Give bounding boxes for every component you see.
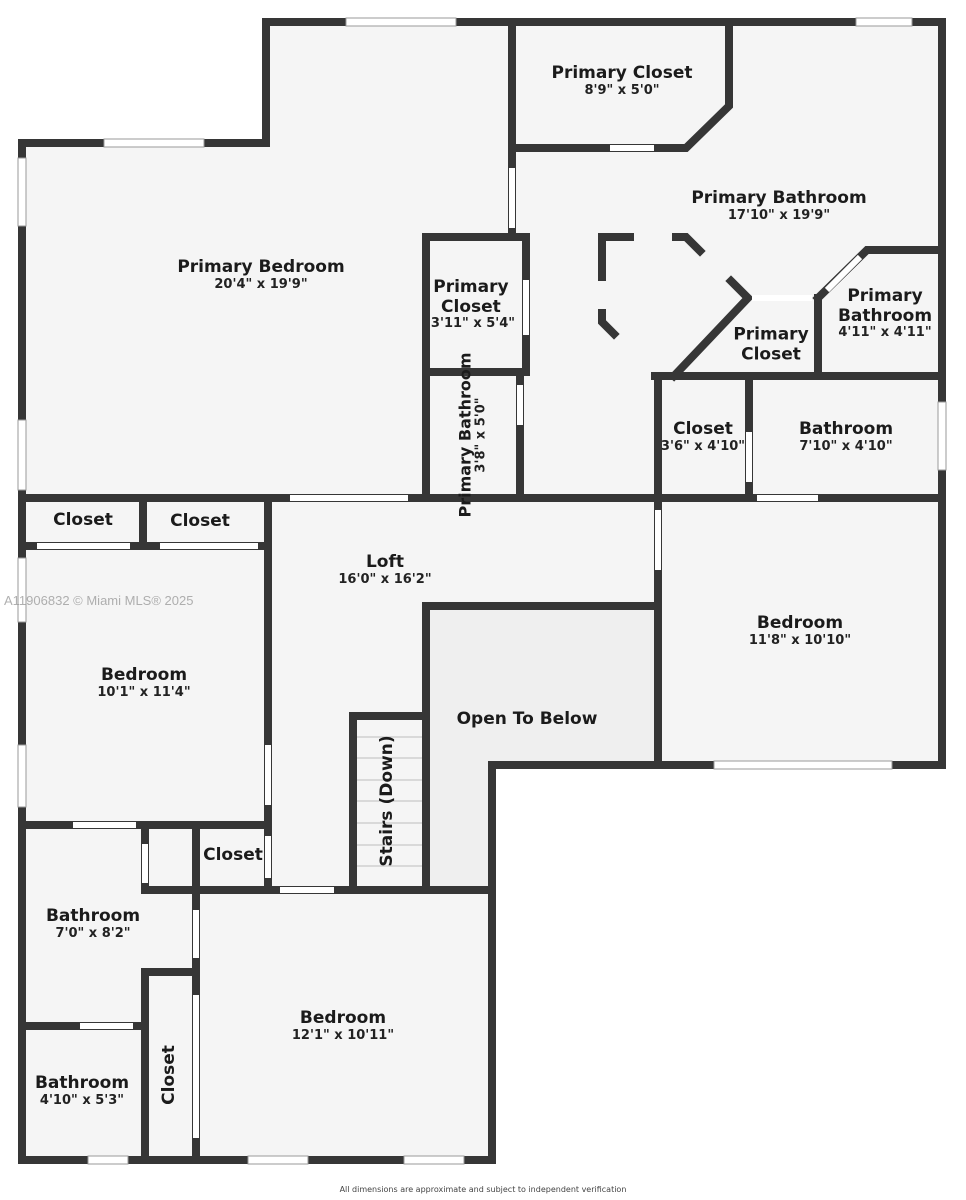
room-name: Bathroom	[45, 905, 141, 926]
room-name: Primary Bathroom	[837, 285, 933, 326]
room-dimensions: 3'6" x 4'10"	[660, 438, 746, 454]
room-dimensions: 12'1" x 10'11"	[291, 1027, 395, 1043]
room-dimensions: 4'11" x 4'11"	[838, 325, 932, 341]
room-name: Closet	[673, 418, 733, 439]
room-dimensions: 10'1" x 11'4"	[97, 684, 191, 700]
dimensions-disclaimer: All dimensions are approximate and subje…	[339, 1185, 627, 1194]
room-primary-closet-a: Primary Closet 8'9" x 5'0"	[551, 62, 693, 98]
room-dimensions: 11'8" x 10'10"	[748, 632, 852, 648]
room-name: Open To Below	[456, 709, 598, 730]
room-name: Primary Bedroom	[177, 256, 345, 277]
room-name: Bedroom	[100, 664, 188, 685]
stair-treads	[356, 736, 422, 867]
room-bathroom-east: Bathroom 7'10" x 4'10"	[798, 418, 894, 454]
room-primary-closet-c: Primary Closet	[731, 325, 811, 364]
room-closet-east: Closet 3'6" x 4'10"	[660, 418, 746, 454]
room-bedroom-west: Bedroom 10'1" x 11'4"	[97, 664, 191, 700]
room-dimensions: 7'10" x 4'10"	[799, 438, 893, 454]
room-name: Primary Closet	[551, 62, 693, 83]
room-primary-bathroom-small: Primary Bathroom 3'8" x 5'0"	[455, 352, 489, 518]
room-bedroom-east: Bedroom 11'8" x 10'10"	[748, 612, 852, 648]
room-dimensions: 20'4" x 19'9"	[214, 276, 308, 292]
room-closet-nw-2: Closet	[170, 512, 230, 532]
room-dimensions: 17'10" x 19'9"	[727, 207, 831, 223]
mls-watermark: A11906832 © Miami MLS® 2025	[4, 593, 194, 608]
room-name: Bathroom	[34, 1072, 130, 1093]
room-primary-bathroom: Primary Bathroom 17'10" x 19'9"	[691, 187, 867, 223]
room-stairs-down: Stairs (Down)	[377, 735, 398, 867]
floor-fills	[22, 22, 942, 1160]
room-name: Bedroom	[756, 612, 844, 633]
room-dimensions: 3'8" x 5'0"	[473, 397, 489, 473]
door-openings	[37, 145, 863, 1138]
room-loft: Loft 16'0" x 16'2"	[338, 551, 432, 587]
room-name: Bedroom	[299, 1007, 387, 1028]
room-primary-closet-b: Primary Closet 3'11" x 5'4"	[430, 276, 516, 332]
room-dimensions: 3'11" x 5'4"	[430, 316, 516, 332]
room-name: Stairs (Down)	[377, 735, 398, 867]
room-dimensions: 7'0" x 8'2"	[55, 925, 131, 941]
room-closet-nw-1: Closet	[53, 511, 113, 531]
room-bedroom-south: Bedroom 12'1" x 10'11"	[291, 1007, 395, 1043]
room-name: Closet	[170, 511, 230, 532]
room-dimensions: 16'0" x 16'2"	[338, 571, 432, 587]
room-closet-vertical: Closet	[159, 1045, 180, 1105]
room-name: Loft	[365, 551, 405, 572]
room-name: Primary Closet	[433, 276, 509, 317]
windows	[17, 17, 947, 1165]
room-name: Primary Bathroom	[455, 352, 475, 518]
room-dimensions: 8'9" x 5'0"	[584, 82, 660, 98]
room-name: Primary Bathroom	[691, 187, 867, 208]
room-bathroom-small-sw: Bathroom 4'10" x 5'3"	[34, 1072, 130, 1108]
room-bathroom-sw: Bathroom 7'0" x 8'2"	[45, 905, 141, 941]
room-name: Closet	[159, 1045, 180, 1105]
room-name: Closet	[203, 845, 263, 866]
room-name: Bathroom	[798, 418, 894, 439]
room-name: Closet	[53, 510, 113, 531]
room-open-to-below: Open To Below	[457, 710, 598, 730]
room-closet-sw: Closet	[203, 846, 263, 866]
room-primary-bathroom-c: Primary Bathroom 4'11" x 4'11"	[835, 285, 935, 341]
room-primary-bedroom: Primary Bedroom 20'4" x 19'9"	[177, 256, 345, 292]
room-dimensions: 4'10" x 5'3"	[39, 1092, 125, 1108]
room-name: Primary Closet	[733, 324, 809, 364]
